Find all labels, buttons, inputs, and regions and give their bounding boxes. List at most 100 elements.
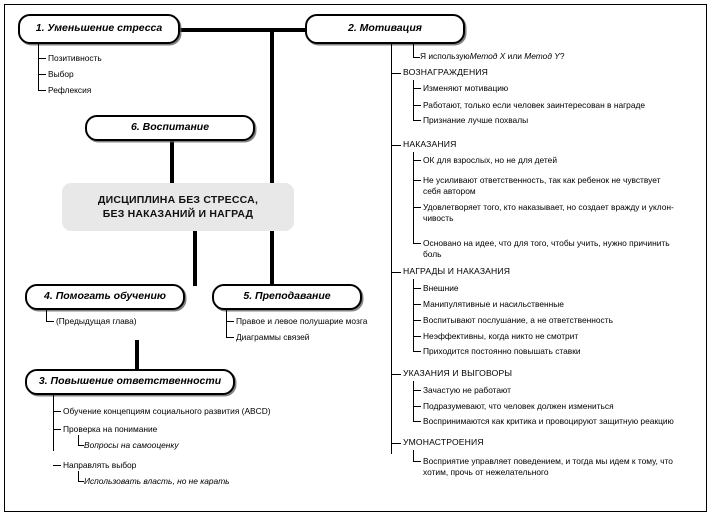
item-text: Восприятие управляет поведением, и тогда… <box>423 456 673 477</box>
box-3-raise-responsibility[interactable]: 3. Повышение ответственности <box>25 369 235 395</box>
tick <box>391 443 401 445</box>
tick <box>413 243 421 245</box>
tick <box>413 351 421 353</box>
lead-em-2: Метод Y <box>524 51 560 61</box>
branch-2-group-0-spine <box>413 80 415 121</box>
tick <box>413 88 421 90</box>
branch-5-item-1: Диаграммы связей <box>236 332 310 342</box>
connector-center-to-box4 <box>193 230 197 286</box>
connector-to-box3 <box>135 340 139 370</box>
branch-2-lead-spine <box>413 44 415 58</box>
branch-2-group-3-spine <box>413 381 415 422</box>
branch-2-group-0-heading: ВОЗНАГРАЖДЕНИЯ <box>403 67 488 77</box>
lead-mid: или <box>505 51 525 61</box>
tick <box>413 320 421 322</box>
branch-4-item-0: (Предыдущая глава) <box>56 316 137 326</box>
branch-1-item-1: Выбор <box>48 69 74 79</box>
box-6-upbringing[interactable]: 6. Воспитание <box>85 115 255 141</box>
connector-box6-to-center <box>170 138 174 186</box>
lead-text: Я использую <box>420 51 470 61</box>
tick <box>413 390 421 392</box>
center-title-line-2: БЕЗ НАКАЗАНИЙ И НАГРАД <box>102 208 254 220</box>
box-4-label: 4. Помогать обучению <box>44 290 166 303</box>
branch-2-group-1-heading: НАКАЗАНИЯ <box>403 139 457 149</box>
branch-3-sub-spine-choice <box>78 471 80 482</box>
tick <box>391 272 401 274</box>
branch-3-item-1: Проверка на понимание <box>63 424 158 434</box>
box-1-label: 1. Уменьшение стресса <box>35 22 163 35</box>
branch-2-group-1-item-2: Удовлетворяет того, кто наказывает, но с… <box>423 202 675 223</box>
branch-1-spine <box>38 44 40 91</box>
tick <box>53 465 61 467</box>
item-text: Основано на идее, что для того, чтобы уч… <box>423 238 670 259</box>
branch-5-spine <box>226 310 228 338</box>
branch-1-item-0: Позитивность <box>48 53 102 63</box>
branch-2-group-0-item-0: Изменяют мотивацию <box>423 83 509 93</box>
branch-2-group-2-item-4: Приходится постоянно повышать ставки <box>423 346 581 356</box>
branch-2-group-3-item-1: Подразумевают, что человек должен измени… <box>423 401 614 411</box>
diagram-border <box>4 4 707 512</box>
tick <box>226 321 234 323</box>
branch-2-group-3-heading: УКАЗАНИЯ И ВЫГОВОРЫ <box>403 368 513 378</box>
tick <box>391 73 401 75</box>
branch-3-item-2: Направлять выбор <box>63 460 137 470</box>
tick <box>46 321 54 323</box>
box-2-motivation[interactable]: 2. Мотивация <box>305 14 465 44</box>
branch-2-group-3-item-2: Воспринимаются как критика и провоцируют… <box>423 416 674 426</box>
tick <box>413 160 421 162</box>
branch-2-group-0-item-1: Работают, только если человек заинтересо… <box>423 100 646 110</box>
tick <box>38 58 46 60</box>
tick <box>413 180 421 182</box>
tick <box>413 207 421 209</box>
item-text: Не усиливают ответственность, так как ре… <box>423 175 661 196</box>
tick <box>413 336 421 338</box>
branch-4-spine <box>46 310 48 322</box>
center-box-title: ДИСЦИПЛИНА БЕЗ СТРЕССА, БЕЗ НАКАЗАНИЙ И … <box>62 183 294 231</box>
box-5-teaching[interactable]: 5. Преподавание <box>212 284 362 310</box>
branch-2-lead-question: Я используюМетод X или Метод Y? <box>420 51 565 62</box>
tick <box>38 74 46 76</box>
tick <box>226 337 234 339</box>
branch-1-item-2: Рефлексия <box>48 85 92 95</box>
tick <box>413 304 421 306</box>
branch-2-group-4-heading: УМОНАСТРОЕНИЯ <box>403 437 484 447</box>
branch-3-item-0: Обучение концепциям социального развития… <box>63 406 271 416</box>
tick <box>413 288 421 290</box>
box-5-label: 5. Преподавание <box>243 290 331 303</box>
branch-3-sub-check: Вопросы на самооценку <box>84 440 179 450</box>
box-3-label: 3. Повышение ответственности <box>38 375 222 388</box>
box-4-help-learning[interactable]: 4. Помогать обучению <box>25 284 185 310</box>
branch-2-group-4-item-0: Восприятие управляет поведением, и тогда… <box>423 456 673 477</box>
lead-em-1: Метод X <box>469 51 506 61</box>
branch-2-group-2-spine <box>413 279 415 352</box>
tick <box>413 461 421 463</box>
connector-top-horizontal <box>175 28 415 32</box>
tick <box>413 120 421 122</box>
tick <box>53 429 61 431</box>
tick <box>38 90 46 92</box>
item-text: Удовлетворяет того, кто наказывает, но с… <box>423 202 674 223</box>
box-6-label: 6. Воспитание <box>130 121 210 134</box>
tick <box>391 145 401 147</box>
tick <box>78 445 84 447</box>
tick <box>413 105 421 107</box>
connector-main-vertical <box>270 28 274 290</box>
branch-2-main-spine <box>391 44 393 454</box>
tick <box>413 421 421 423</box>
lead-tail: ? <box>559 51 565 61</box>
box-1-reduce-stress[interactable]: 1. Уменьшение стресса <box>18 14 180 44</box>
connector-center-to-box5 <box>270 230 274 290</box>
branch-2-group-1-spine <box>413 152 415 244</box>
branch-2-group-1-item-1: Не усиливают ответственность, так как ре… <box>423 175 673 196</box>
branch-2-group-4-spine <box>413 450 415 462</box>
center-title-line-1: ДИСЦИПЛИНА БЕЗ СТРЕССА, <box>97 193 259 206</box>
tick <box>53 411 61 413</box>
branch-3-sub-spine-check <box>78 435 80 446</box>
tick <box>391 374 401 376</box>
branch-2-group-3-item-0: Зачастую не работают <box>423 385 511 395</box>
branch-2-group-1-item-3: Основано на идее, что для того, чтобы уч… <box>423 238 675 259</box>
branch-2-group-0-item-2: Признание лучше похвалы <box>423 115 529 125</box>
branch-2-group-2-item-1: Манипулятивные и насильственные <box>423 299 564 309</box>
branch-5-item-0: Правое и левое полушарие мозга <box>236 316 368 326</box>
